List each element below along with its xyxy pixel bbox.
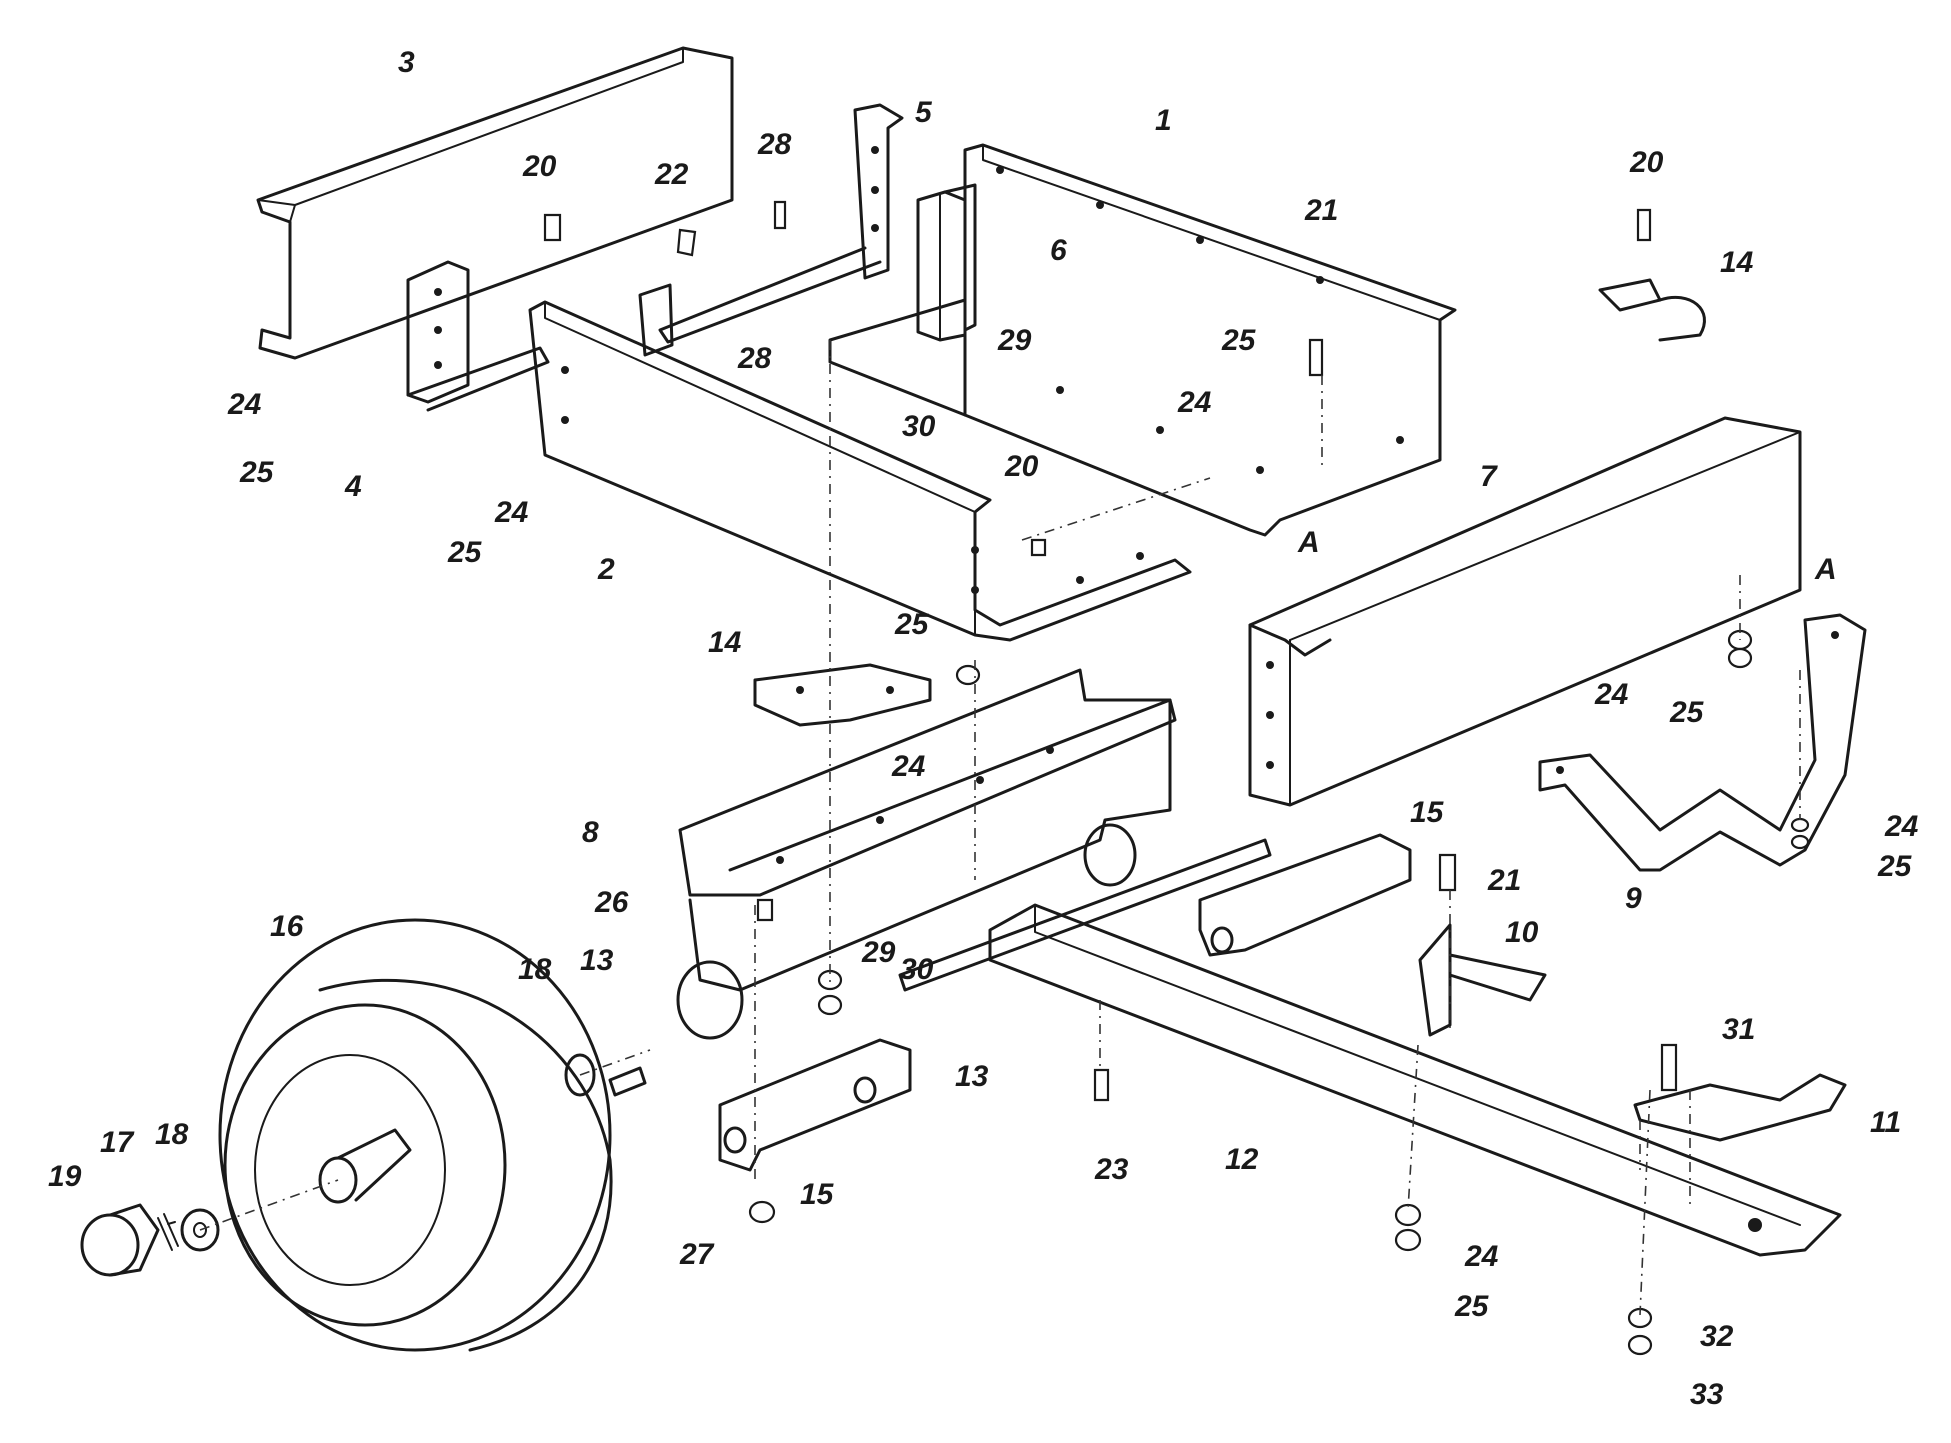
callout-24: 24 (1885, 810, 1919, 843)
callout-20: 20 (1630, 146, 1664, 179)
callout-28: 28 (738, 342, 772, 375)
callout-27: 27 (680, 1238, 714, 1271)
part-16-wheel (218, 918, 613, 1352)
callout-14: 14 (1720, 246, 1754, 279)
part-4-corner-bracket (406, 260, 550, 412)
part-8-axle-cradle (676, 668, 1177, 1040)
callout-21: 21 (1305, 194, 1339, 227)
callout-18: 18 (155, 1118, 189, 1151)
callout-A: A (1298, 526, 1320, 559)
callout-18: 18 (518, 953, 552, 986)
callout-31: 31 (1722, 1013, 1756, 1046)
part-14-bracket-upper (1598, 278, 1706, 342)
callout-25: 25 (895, 608, 929, 641)
callout-25: 25 (448, 536, 482, 569)
callout-5: 5 (915, 96, 932, 129)
callout-22: 22 (655, 158, 689, 191)
callout-26: 26 (595, 886, 629, 919)
callout-30: 30 (900, 953, 934, 986)
callout-9: 9 (1625, 882, 1642, 915)
callout-29: 29 (862, 936, 896, 969)
callout-15: 15 (1410, 796, 1444, 829)
callout-11: 11 (1870, 1106, 1902, 1139)
callout-25: 25 (1455, 1290, 1489, 1323)
part-11-hitch-bracket (1633, 1073, 1847, 1142)
part-14-bracket-lower (753, 663, 932, 727)
callout-20: 20 (1005, 450, 1039, 483)
callout-15: 15 (800, 1178, 834, 1211)
callout-17: 17 (100, 1126, 134, 1159)
callout-24: 24 (892, 750, 926, 783)
part-15-mount-lower (718, 1038, 912, 1172)
callout-19: 19 (48, 1160, 82, 1193)
part-19-hub-cap (80, 1203, 160, 1277)
callout-25: 25 (1222, 324, 1256, 357)
part-15-mount-upper (1198, 833, 1412, 957)
callout-28: 28 (758, 128, 792, 161)
part-13-axle-shafts (608, 838, 1272, 1097)
callout-2: 2 (598, 553, 615, 586)
part-18-washer (180, 1053, 596, 1252)
assembly-guide-lines (199, 340, 1801, 1316)
callout-25: 25 (1670, 696, 1704, 729)
part-3-end-panel (256, 46, 734, 360)
callout-10: 10 (1505, 916, 1539, 949)
callout-29: 29 (998, 324, 1032, 357)
callout-24: 24 (495, 496, 529, 529)
callout-1: 1 (1155, 104, 1172, 137)
fasteners (543, 200, 1810, 1356)
callout-13: 13 (580, 944, 614, 977)
callout-3: 3 (398, 46, 415, 79)
callout-A: A (1815, 553, 1837, 586)
callout-8: 8 (582, 816, 599, 849)
callout-12: 12 (1225, 1143, 1259, 1176)
part-9-spring-bracket (1538, 613, 1867, 872)
callout-20: 20 (523, 150, 557, 183)
part-12-axle-beam (988, 903, 1842, 1257)
part-2-side-panel (528, 300, 1192, 642)
callout-24: 24 (1465, 1240, 1499, 1273)
callout-24: 24 (228, 388, 262, 421)
part-5-corner-bracket (638, 103, 904, 357)
part-1-side-panel (828, 143, 1457, 537)
part-10-bracket (1418, 923, 1547, 1037)
callout-6: 6 (1050, 234, 1067, 267)
callout-4: 4 (345, 470, 362, 503)
callout-25: 25 (240, 456, 274, 489)
callout-32: 32 (1700, 1320, 1734, 1353)
callout-30: 30 (902, 410, 936, 443)
callout-16: 16 (270, 910, 304, 943)
callout-14: 14 (708, 626, 742, 659)
callout-7: 7 (1480, 460, 1497, 493)
callout-13: 13 (955, 1060, 989, 1093)
callout-24: 24 (1595, 678, 1629, 711)
part-17-spring (157, 1213, 179, 1251)
callout-33: 33 (1690, 1378, 1724, 1411)
callout-24: 24 (1178, 386, 1212, 419)
callout-23: 23 (1095, 1153, 1129, 1186)
part-7-side-panel (1248, 416, 1802, 807)
callout-21: 21 (1488, 864, 1522, 897)
callout-25: 25 (1878, 850, 1912, 883)
